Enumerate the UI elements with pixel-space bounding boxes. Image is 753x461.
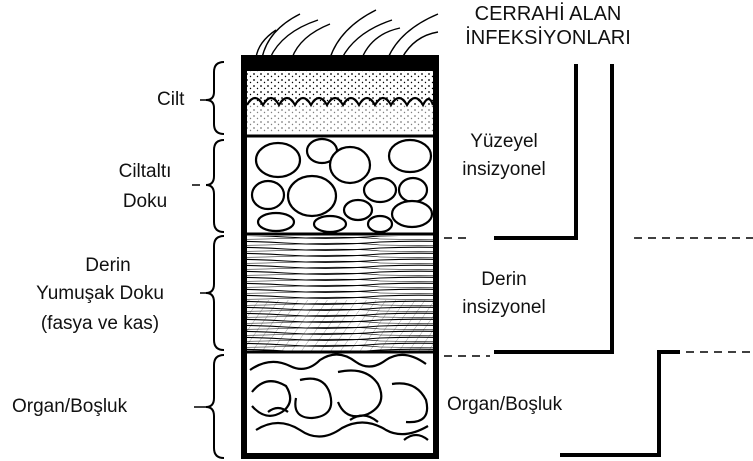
- hair-strokes: [256, 10, 438, 58]
- infection-label-deep-line2: insizyonel: [440, 296, 568, 320]
- organ-space-layer: [250, 354, 428, 440]
- header-title-line2: İNFEKSİYONLARI: [448, 26, 648, 50]
- layer-label-skin: Cilt: [157, 88, 184, 112]
- infection-label-deep-line1: Derin: [440, 268, 568, 292]
- layer-label-subcutaneous-line1: Ciltaltı: [100, 160, 190, 184]
- header-title-line1: CERRAHİ ALAN: [448, 2, 648, 26]
- layer-label-deep-line2: Yumuşak Doku: [4, 282, 196, 306]
- deep-soft-tissue-layer: [247, 236, 433, 352]
- infection-label-superficial-line2: insizyonel: [440, 158, 568, 182]
- infection-label-organ-space: Organ/Boşluk: [447, 393, 562, 417]
- infection-label-superficial-line1: Yüzeyel: [440, 130, 568, 154]
- layer-label-organ-space: Organ/Boşluk: [12, 395, 127, 419]
- layer-label-deep-line1: Derin: [20, 254, 196, 278]
- layer-label-subcutaneous-line2: Doku: [100, 190, 190, 214]
- layer-label-deep-line3: (fasya ve kas): [4, 312, 196, 336]
- skin-layer: [247, 61, 433, 136]
- subcutaneous-fat-layer: [252, 139, 432, 232]
- organ-space-bracket: [560, 352, 680, 455]
- layer-braces: [206, 62, 224, 458]
